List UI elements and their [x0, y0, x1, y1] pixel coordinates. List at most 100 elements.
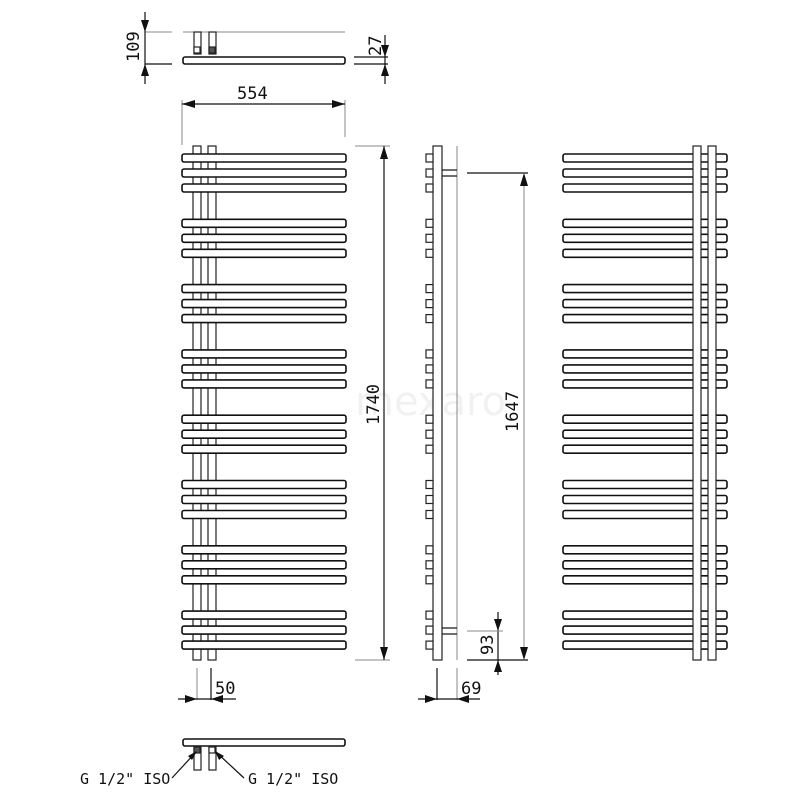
back-bar	[562, 479, 728, 490]
front-view	[181, 145, 347, 661]
front-bar	[181, 625, 347, 635]
back-view	[562, 145, 728, 661]
side-bar-end	[425, 575, 434, 585]
top-view-bar	[182, 56, 346, 65]
side-bar-end	[425, 233, 434, 243]
side-bar-end	[425, 444, 434, 454]
front-bar	[181, 574, 347, 585]
side-bar-end	[425, 379, 434, 389]
back-bar	[562, 625, 728, 635]
side-bar-end	[425, 183, 434, 193]
side-bar-end	[425, 610, 434, 620]
back-bar	[562, 364, 728, 374]
top-view: 109 27	[124, 12, 389, 84]
front-bar	[181, 283, 347, 294]
side-bar-end	[425, 625, 434, 635]
front-bar	[181, 429, 347, 440]
back-bar	[562, 494, 728, 505]
left-collector-tube	[192, 145, 202, 661]
height-dimension: 1740	[355, 145, 390, 661]
back-bar	[562, 509, 728, 520]
back-left-tube	[692, 145, 702, 661]
side-bar-end	[425, 314, 434, 324]
back-bar	[562, 183, 728, 193]
dim-wall-distance: 69	[461, 679, 481, 699]
dim-bracket-spacing: 1647	[503, 391, 523, 432]
side-bar-end	[425, 494, 434, 505]
pipe-spacing-dimension: 50	[178, 668, 236, 703]
front-bar	[181, 313, 347, 324]
side-collector	[432, 145, 443, 661]
front-bar	[181, 479, 347, 490]
back-bar	[562, 610, 728, 620]
back-bar	[562, 429, 728, 440]
side-bar-end	[425, 153, 434, 163]
side-bar-end	[425, 284, 434, 294]
side-bar-end	[425, 349, 434, 359]
back-bar	[562, 153, 728, 163]
back-bar	[562, 574, 728, 585]
front-bar	[181, 494, 347, 505]
dim-bottom-offset: 93	[478, 635, 498, 655]
front-bar	[181, 248, 347, 259]
side-bar-end	[425, 248, 434, 258]
front-bar	[181, 640, 347, 650]
side-bar-end	[425, 429, 434, 439]
side-bar-end	[425, 414, 434, 424]
dim-top-depth: 109	[124, 31, 144, 62]
side-bar-end	[425, 545, 434, 555]
front-bar	[181, 364, 347, 374]
front-bar	[181, 414, 347, 425]
back-bar	[562, 313, 728, 324]
front-bar	[181, 610, 347, 620]
side-bar-end	[425, 364, 434, 374]
dim-bar-thickness: 27	[366, 36, 386, 56]
front-bar	[181, 183, 347, 193]
back-bar	[562, 168, 728, 178]
back-bar	[562, 283, 728, 294]
back-bar	[562, 218, 728, 229]
front-bar	[181, 349, 347, 359]
side-bar-end	[425, 168, 434, 178]
back-right-tube	[707, 145, 717, 661]
side-bar-end	[425, 218, 434, 228]
front-bar	[181, 153, 347, 163]
front-bar	[181, 544, 347, 555]
front-bar	[181, 298, 347, 309]
right-collector-tube	[207, 145, 217, 661]
front-bar	[181, 559, 347, 570]
side-bar-end	[425, 479, 434, 490]
back-bar	[562, 444, 728, 455]
front-bar	[181, 444, 347, 455]
dim-pipe-spacing: 50	[215, 679, 235, 699]
side-bar-end	[425, 560, 434, 570]
right-connection-label: G 1/2" ISO	[248, 770, 338, 788]
bottom-view: G 1/2" ISO G 1/2" ISO	[80, 738, 346, 788]
back-bar	[562, 379, 728, 389]
side-bar-end	[425, 640, 434, 650]
width-dimension: 554	[181, 84, 346, 145]
back-bar	[562, 233, 728, 244]
left-connection-label: G 1/2" ISO	[80, 770, 170, 788]
back-bar	[562, 559, 728, 570]
front-bar	[181, 379, 347, 389]
front-bar	[181, 233, 347, 244]
wall-distance-dimension: 69	[418, 668, 481, 703]
side-view	[425, 145, 458, 661]
front-bar	[181, 509, 347, 520]
back-bar	[562, 298, 728, 309]
dim-width: 554	[237, 84, 268, 104]
front-bar	[181, 168, 347, 178]
side-bar-end	[425, 509, 434, 520]
back-bar	[562, 544, 728, 555]
back-bar	[562, 640, 728, 650]
back-bar	[562, 414, 728, 425]
back-bar	[562, 349, 728, 359]
front-bar	[181, 218, 347, 229]
side-bar-end	[425, 299, 434, 309]
back-bar	[562, 248, 728, 259]
bracket-spacing-dimension: 1647 93	[467, 172, 528, 675]
dim-total-height: 1740	[364, 384, 384, 425]
